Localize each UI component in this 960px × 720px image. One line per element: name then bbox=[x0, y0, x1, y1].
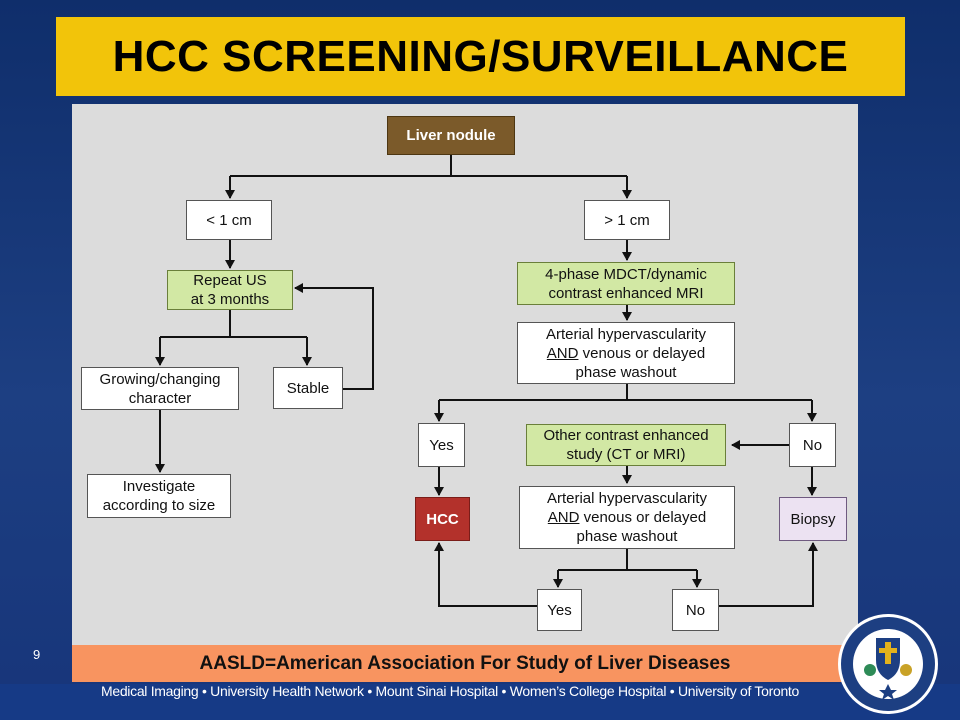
hcc-box: HCC bbox=[415, 497, 470, 541]
repeat-us-box: Repeat US at 3 months bbox=[167, 270, 293, 310]
biopsy-box: Biopsy bbox=[779, 497, 847, 541]
arterial-criteria-box-1: Arterial hypervascularity AND venous or … bbox=[517, 322, 735, 384]
arterial-criteria-1-and: AND bbox=[546, 344, 579, 362]
no-box-1: No bbox=[789, 423, 836, 467]
investigate-box: Investigate according to size bbox=[87, 474, 231, 518]
arterial-criteria-2-line1: Arterial hypervascularity bbox=[546, 490, 708, 507]
yes-box-2: Yes bbox=[537, 589, 582, 631]
slide-title: HCC SCREENING/SURVEILLANCE bbox=[112, 31, 849, 81]
arterial-criteria-1-line1: Arterial hypervascularity bbox=[545, 325, 707, 343]
footnote-bar: AASLD=American Association For Study of … bbox=[72, 645, 858, 682]
university-seal-logo bbox=[838, 614, 938, 714]
title-bar: HCC SCREENING/SURVEILLANCE bbox=[56, 17, 905, 96]
liver-nodule-box: Liver nodule bbox=[387, 116, 515, 155]
mdct-mri-box: 4-phase MDCT/dynamic contrast enhanced M… bbox=[517, 262, 735, 305]
arterial-criteria-2-and: AND bbox=[547, 509, 580, 526]
growing-changing-box: Growing/changing character bbox=[81, 367, 239, 410]
page-number: 9 bbox=[33, 647, 41, 662]
arterial-criteria-1-venous: venous or delayed bbox=[578, 344, 706, 362]
arterial-criteria-1-line3: phase washout bbox=[575, 363, 677, 381]
no-box-2: No bbox=[672, 589, 719, 631]
other-contrast-study-box: Other contrast enhanced study (CT or MRI… bbox=[526, 424, 726, 466]
footer-strip bbox=[0, 684, 960, 720]
college-emblem-icon bbox=[900, 664, 912, 676]
stable-box: Stable bbox=[273, 367, 343, 409]
less-than-1cm-box: < 1 cm bbox=[186, 200, 272, 240]
greater-than-1cm-box: > 1 cm bbox=[584, 200, 670, 240]
yes-box-1: Yes bbox=[418, 423, 465, 467]
arterial-criteria-2-line2: AND venous or delayed bbox=[548, 508, 706, 527]
arterial-criteria-2-line3: phase washout bbox=[576, 528, 678, 545]
institution-footer: Medical Imaging • University Health Netw… bbox=[100, 683, 800, 699]
star-emblem-icon bbox=[879, 684, 897, 700]
arterial-criteria-box-2: Arterial hypervascularity AND venous or … bbox=[519, 486, 735, 549]
arterial-criteria-2-venous: venous or delayed bbox=[579, 509, 707, 526]
arterial-criteria-1-line2: AND venous or delayed bbox=[547, 344, 705, 363]
hospital-emblem-icon bbox=[864, 664, 876, 676]
footnote-text: AASLD=American Association For Study of … bbox=[199, 652, 731, 674]
